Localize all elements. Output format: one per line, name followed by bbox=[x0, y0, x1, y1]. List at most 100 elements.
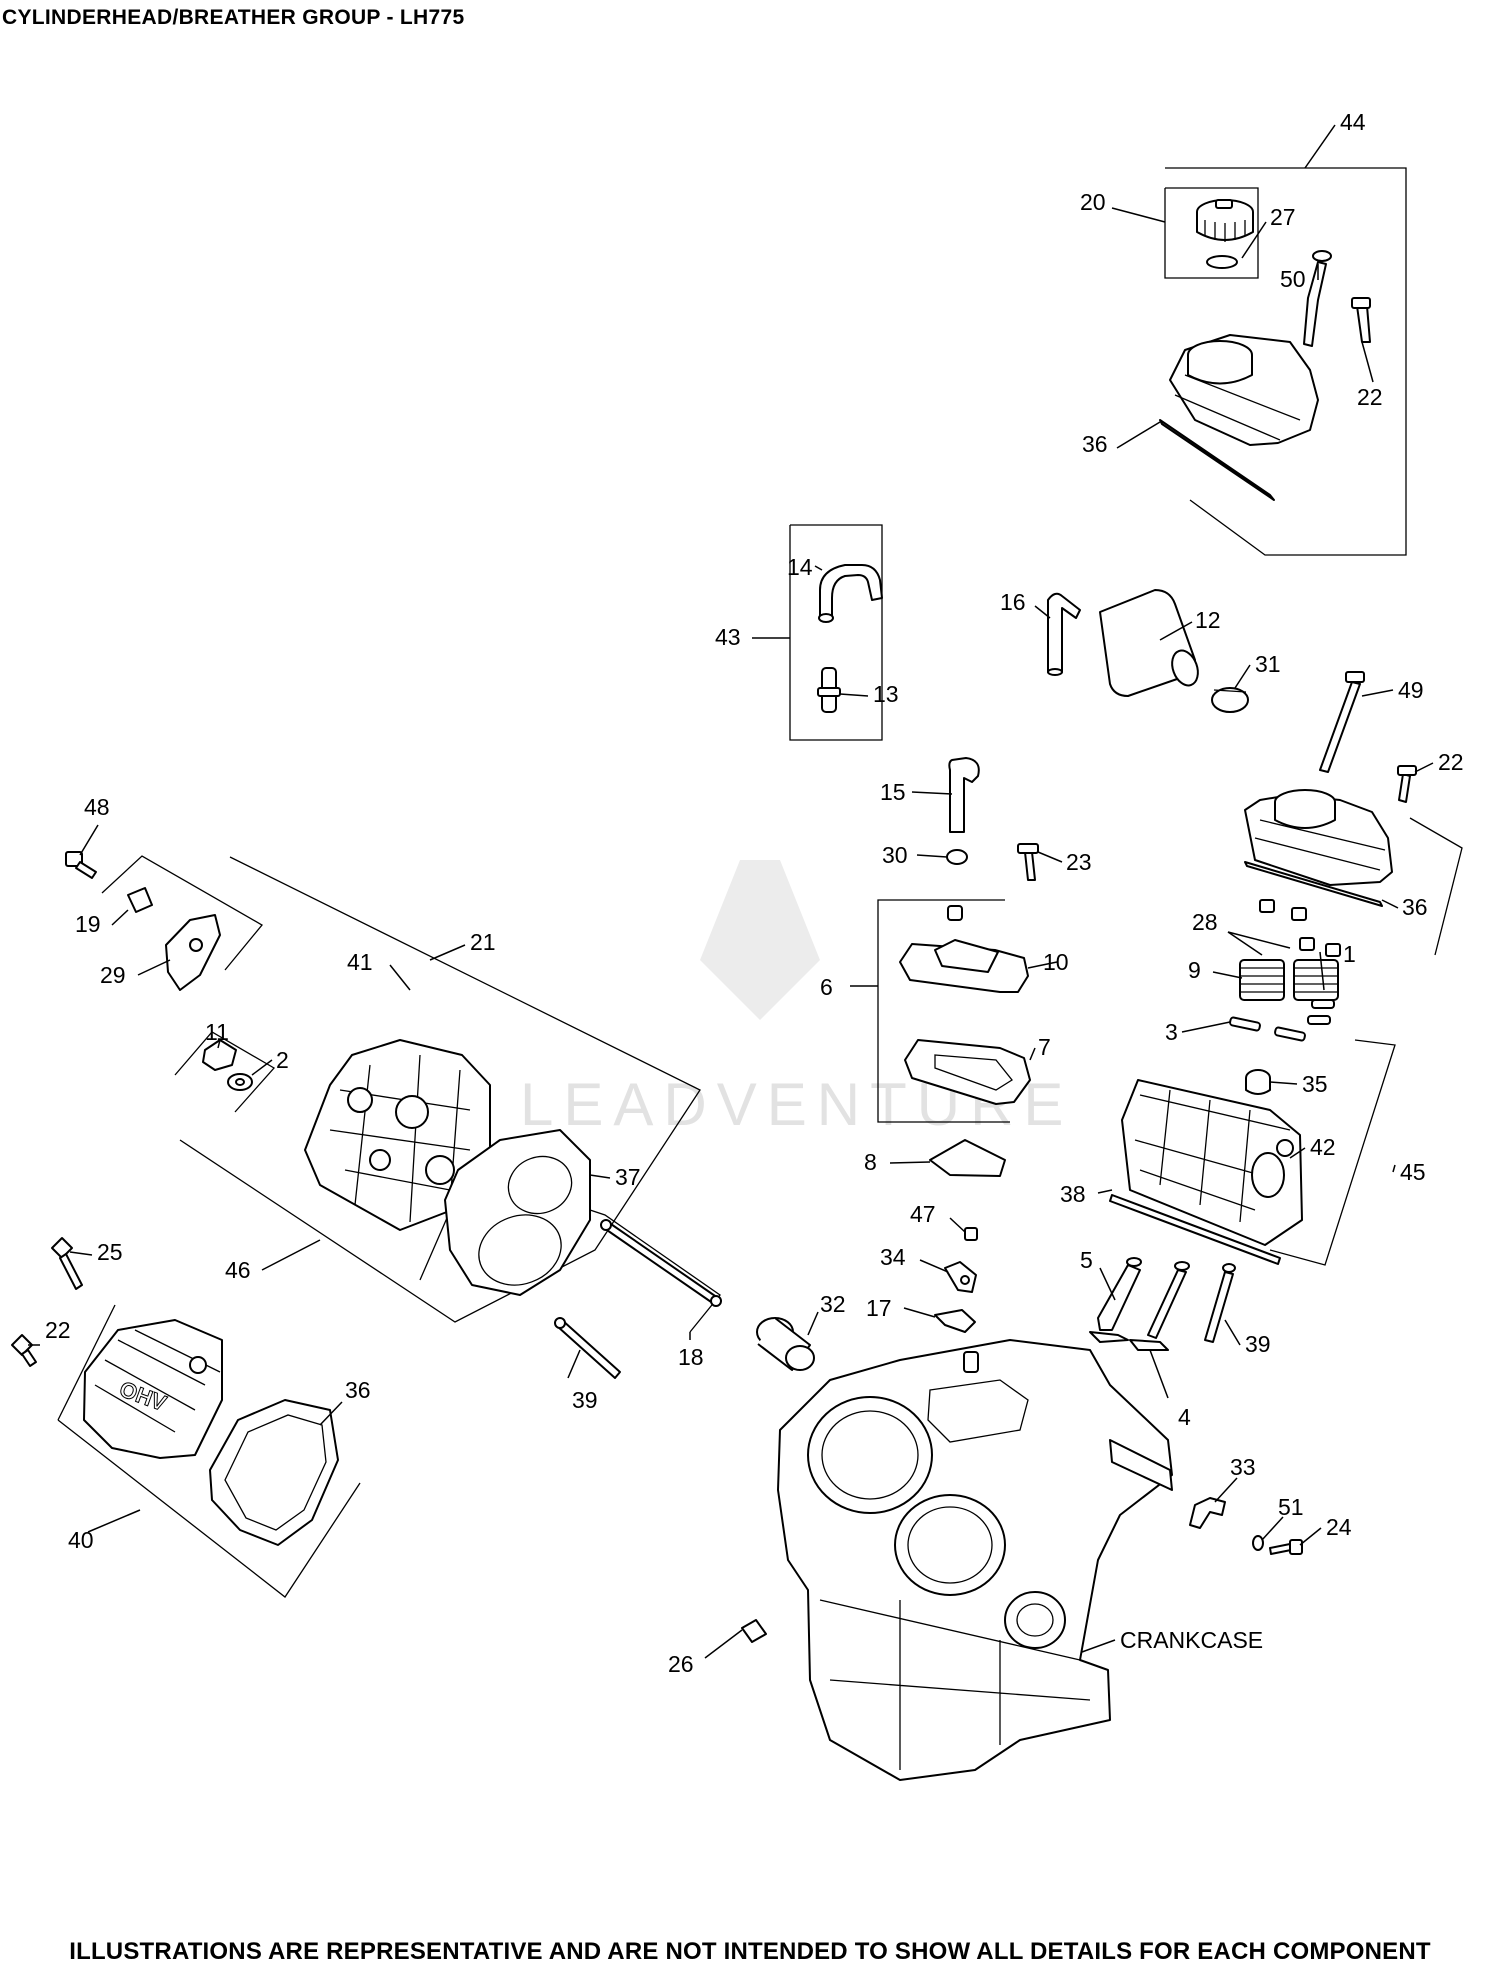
tube-15 bbox=[948, 757, 980, 833]
cylinder-head-41 bbox=[304, 1039, 491, 1231]
valve-cover-upper bbox=[1159, 334, 1319, 501]
washer-2 bbox=[227, 1073, 253, 1091]
retainers-1 bbox=[1259, 899, 1341, 957]
callout-20: 20 bbox=[1080, 189, 1106, 215]
breather-hose-14 bbox=[818, 564, 883, 623]
rocker-29 bbox=[165, 914, 221, 991]
callout-34: 34 bbox=[880, 1244, 906, 1270]
callout-49: 49 bbox=[1398, 677, 1424, 703]
callout-31: 31 bbox=[1255, 651, 1281, 677]
callout-50: 50 bbox=[1280, 266, 1306, 292]
gasket-36c bbox=[209, 1399, 339, 1546]
callout-42: 42 bbox=[1310, 1134, 1336, 1160]
callout-16: 16 bbox=[1000, 589, 1026, 615]
callout-48: 48 bbox=[84, 794, 110, 820]
screw-48 bbox=[65, 851, 97, 879]
long-bolt-49 bbox=[1319, 671, 1365, 773]
seal-35 bbox=[1245, 1069, 1271, 1095]
callout-43: 43 bbox=[715, 624, 741, 650]
callout-45: 45 bbox=[1400, 1159, 1426, 1185]
callout-23: 23 bbox=[1066, 849, 1092, 875]
crankcase bbox=[777, 1339, 1173, 1781]
callout-22c: 22 bbox=[45, 1317, 71, 1343]
assembly-boxes bbox=[57, 167, 1463, 1598]
callout-51: 51 bbox=[1278, 1494, 1304, 1520]
sleeve-32 bbox=[756, 1317, 815, 1371]
callout-22b: 22 bbox=[1438, 749, 1464, 775]
disclaimer-footer: ILLUSTRATIONS ARE REPRESENTATIVE AND ARE… bbox=[69, 1938, 1431, 1965]
callout-15: 15 bbox=[880, 779, 906, 805]
gasket-38 bbox=[1109, 1194, 1281, 1265]
leader-lines bbox=[28, 124, 1434, 1659]
screw-22b bbox=[1397, 765, 1417, 803]
gasket-7 bbox=[904, 1039, 1031, 1105]
screw-23 bbox=[1017, 843, 1039, 881]
callout-19: 19 bbox=[75, 911, 101, 937]
callout-14: 14 bbox=[787, 554, 813, 580]
callout-7: 7 bbox=[1038, 1034, 1051, 1060]
cylinder-head-42 bbox=[1121, 1079, 1303, 1246]
callout-27: 27 bbox=[1270, 204, 1296, 230]
callout-44: 44 bbox=[1340, 109, 1366, 135]
valves-and-pushrod bbox=[1089, 1257, 1236, 1351]
callout-24: 24 bbox=[1326, 1514, 1352, 1540]
pushrod-18 bbox=[600, 1219, 722, 1307]
screw-47 bbox=[964, 1227, 978, 1241]
filter-12 bbox=[1099, 589, 1199, 697]
clamp-31 bbox=[1211, 687, 1249, 713]
screw-22a bbox=[1351, 297, 1371, 343]
callout-30: 30 bbox=[882, 842, 908, 868]
callout-labels: 44 20 27 50 22 36 14 43 13 16 12 31 49 2… bbox=[45, 109, 1464, 1677]
bracket-33 bbox=[1189, 1497, 1226, 1529]
callout-32: 32 bbox=[820, 1291, 846, 1317]
callout-crankcase: CRANKCASE bbox=[1120, 1627, 1263, 1653]
screw-22c bbox=[11, 1334, 37, 1367]
plug-26 bbox=[741, 1619, 767, 1643]
tube-16 bbox=[1047, 592, 1081, 676]
page-title: CYLINDERHEAD/BREATHER GROUP - LH775 bbox=[2, 6, 465, 29]
pushrod-39a bbox=[554, 1317, 621, 1379]
callout-21: 21 bbox=[470, 929, 496, 955]
callout-25: 25 bbox=[97, 1239, 123, 1265]
callout-35: 35 bbox=[1302, 1071, 1328, 1097]
callout-40: 40 bbox=[68, 1527, 94, 1553]
callout-10: 10 bbox=[1043, 949, 1069, 975]
callout-1: 1 bbox=[1343, 941, 1356, 967]
callout-28: 28 bbox=[1192, 909, 1218, 935]
callout-9: 9 bbox=[1188, 957, 1201, 983]
parts-3 bbox=[1229, 999, 1335, 1042]
callout-36c: 36 bbox=[345, 1377, 371, 1403]
part-drawings: OHV bbox=[11, 199, 1417, 1781]
callout-37: 37 bbox=[615, 1164, 641, 1190]
callout-6: 6 bbox=[820, 974, 833, 1000]
washer-51 bbox=[1252, 1535, 1264, 1551]
callout-46: 46 bbox=[225, 1257, 251, 1283]
pivot-19 bbox=[127, 887, 153, 913]
callout-36a: 36 bbox=[1082, 431, 1108, 457]
callout-13: 13 bbox=[873, 681, 899, 707]
spacer-top bbox=[947, 905, 963, 921]
breather-cover-10 bbox=[899, 939, 1029, 993]
screw-25 bbox=[51, 1237, 83, 1290]
valve-cover-lower bbox=[1244, 789, 1393, 907]
breather-reed-8 bbox=[929, 1139, 1006, 1177]
callout-47: 47 bbox=[910, 1201, 936, 1227]
callout-2: 2 bbox=[276, 1047, 289, 1073]
callout-11: 11 bbox=[205, 1019, 229, 1045]
callout-4: 4 bbox=[1178, 1404, 1191, 1430]
callout-41: 41 bbox=[347, 949, 373, 975]
clip-30 bbox=[946, 849, 968, 865]
valve-cover-ohv-40: OHV bbox=[83, 1319, 223, 1459]
callout-29: 29 bbox=[100, 962, 126, 988]
oil-fill-cap bbox=[1196, 199, 1254, 269]
callout-39a: 39 bbox=[1245, 1331, 1271, 1357]
callout-12: 12 bbox=[1195, 607, 1221, 633]
callout-8: 8 bbox=[864, 1149, 877, 1175]
callout-5: 5 bbox=[1080, 1247, 1093, 1273]
callout-18: 18 bbox=[678, 1344, 704, 1370]
head-gasket-37 bbox=[444, 1129, 591, 1296]
tab-17 bbox=[934, 1309, 976, 1333]
callout-39b: 39 bbox=[572, 1387, 598, 1413]
callout-22a: 22 bbox=[1357, 384, 1383, 410]
